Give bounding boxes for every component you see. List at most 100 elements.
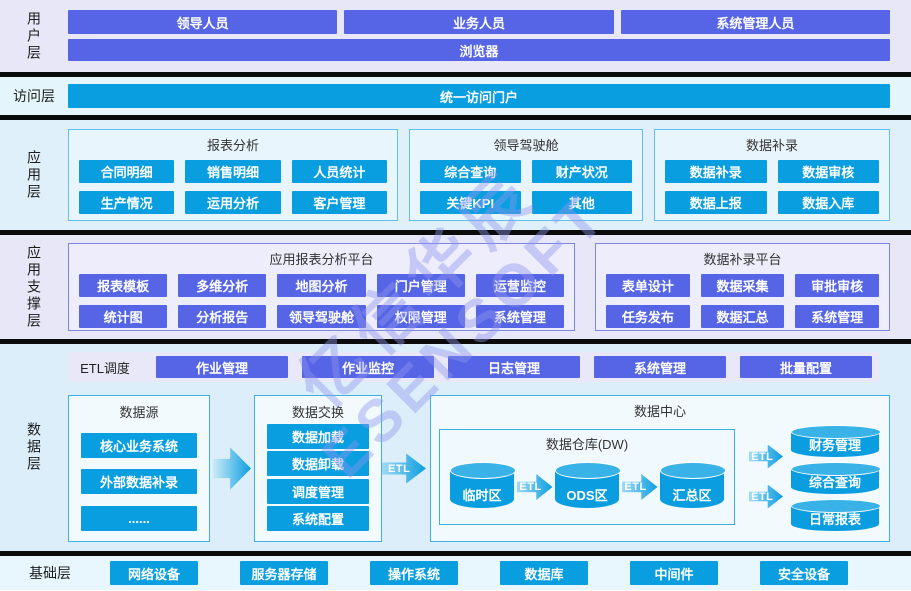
module-box: 运用分析 xyxy=(185,191,281,214)
group-supplement-platform: 数据补录平台 表单设计 数据采集 审批审核 任务发布 数据汇总 系统管理 xyxy=(595,243,890,331)
module-box: 数据卸载 xyxy=(267,451,369,476)
role-box-business: 业务人员 xyxy=(344,10,614,34)
group-items: 报表模板 多维分析 地图分析 门户管理 运营监控 统计图 分析报告 领导驾驶舱 … xyxy=(79,274,564,328)
cylinder-daily-report: 日常报表 xyxy=(791,498,881,531)
etl-arrow-label: ETL xyxy=(624,481,647,493)
flow-arrow-slot xyxy=(210,395,254,542)
module-box: 网络设备 xyxy=(110,561,198,585)
etl-arrow-label: ETL xyxy=(388,462,411,475)
data-center-box: 数据中心 数据仓库(DW) 临时区 ETL xyxy=(430,395,890,542)
module-box: 运营监控 xyxy=(475,274,564,297)
module-box: 统计图 xyxy=(79,305,168,328)
layer-base-label: 基础层 xyxy=(29,565,71,581)
etl-schedule-strip: ETL调度 作业管理 作业监控 日志管理 系统管理 批量配置 xyxy=(68,352,880,382)
layer-base: 基础层 网络设备 服务器存储 操作系统 数据库 中间件 安全设备 xyxy=(0,556,911,590)
module-box: 系统配置 xyxy=(267,506,369,531)
etl-arrow-icon: ETL xyxy=(621,474,658,500)
layer-separator xyxy=(0,72,911,77)
layer-app: 应用层 报表分析 合同明细 销售明细 人员统计 生产情况 运用分析 客户管理 领… xyxy=(0,120,911,230)
warehouse-title: 数据仓库(DW) xyxy=(545,436,629,452)
etl-arrow-icon: ETL xyxy=(516,474,553,500)
module-box: 多维分析 xyxy=(178,274,267,297)
module-box: 核心业务系统 xyxy=(81,432,197,458)
module-box: 表单设计 xyxy=(606,274,690,297)
module-box: 调度管理 xyxy=(267,478,369,504)
module-box: 审批审核 xyxy=(795,274,879,297)
group-title: 数据补录 xyxy=(745,138,798,153)
unified-portal-bar: 统一访问门户 xyxy=(68,84,890,108)
module-box: 数据加载 xyxy=(267,423,369,449)
group-report-platform: 应用报表分析平台 报表模板 多维分析 地图分析 门户管理 运营监控 统计图 分析… xyxy=(68,243,575,331)
layer-access-label: 访问层 xyxy=(13,88,55,104)
layer-support-label: 应用支撑层 xyxy=(26,244,42,330)
module-box: 任务发布 xyxy=(606,305,690,328)
etl-arrow-icon: ETL xyxy=(749,444,783,469)
cylinder-temp-zone: 临时区 xyxy=(450,462,516,508)
module-box: 客户管理 xyxy=(291,191,387,214)
etl-arrow-icon: ETL xyxy=(749,484,783,509)
layer-support: 应用支撑层 应用报表分析平台 报表模板 多维分析 地图分析 门户管理 运营监控 … xyxy=(0,235,911,339)
module-box: 门户管理 xyxy=(376,274,465,297)
group-items: 表单设计 数据采集 审批审核 任务发布 数据汇总 系统管理 xyxy=(606,274,879,328)
box-title: 数据中心 xyxy=(633,404,686,419)
cylinder-label: 财务管理 xyxy=(808,437,861,453)
layer-data: 数据层 ETL调度 作业管理 作业监控 日志管理 系统管理 批量配置 数据源 核… xyxy=(0,344,911,551)
module-box: 地图分析 xyxy=(277,274,366,297)
module-box: 分析报告 xyxy=(178,305,267,328)
group-title: 领导驾驶舱 xyxy=(493,138,559,153)
group-leader-cockpit: 领导驾驶舱 综合查询 财产状况 关键KPI 其他 xyxy=(409,129,643,221)
module-box: 批量配置 xyxy=(740,356,872,378)
layer-data-label: 数据层 xyxy=(26,422,42,473)
module-box: ...... xyxy=(81,505,197,531)
data-warehouse-box: 数据仓库(DW) 临时区 ETL ODS区 xyxy=(439,428,735,525)
role-box-admins: 系统管理人员 xyxy=(620,10,890,34)
module-box: 生产情况 xyxy=(79,191,175,214)
group-report-analysis: 报表分析 合同明细 销售明细 人员统计 生产情况 运用分析 客户管理 xyxy=(68,129,398,221)
cylinder-label: 临时区 xyxy=(462,488,502,503)
module-box: 系统管理 xyxy=(475,305,564,328)
etl-arrow-icon: ETL xyxy=(382,453,426,484)
module-box: 数据库 xyxy=(500,561,588,585)
module-box: 系统管理 xyxy=(795,305,879,328)
group-data-supplement: 数据补录 数据补录 数据审核 数据上报 数据入库 xyxy=(654,129,890,221)
layer-user-label: 用户层 xyxy=(26,10,42,62)
layer-access: 访问层 统一访问门户 xyxy=(0,77,911,115)
module-box: 系统管理 xyxy=(594,356,726,378)
module-box: 操作系统 xyxy=(370,561,458,585)
role-box-leaders: 领导人员 xyxy=(68,10,338,34)
module-box: 综合查询 xyxy=(420,160,521,183)
cylinder-label: 汇总区 xyxy=(672,488,712,503)
module-box: 销售明细 xyxy=(185,160,281,183)
user-roles-row: 领导人员 业务人员 系统管理人员 xyxy=(68,10,890,34)
etl-output-arrows: ETL ETL xyxy=(749,444,783,509)
etl-arrow-slot: ETL xyxy=(382,395,426,542)
module-box: 作业监控 xyxy=(302,356,434,378)
etl-arrow-label: ETL xyxy=(751,450,774,463)
module-box: 报表模板 xyxy=(79,274,168,297)
group-title: 报表分析 xyxy=(206,138,259,153)
module-box: 外部数据补录 xyxy=(81,469,197,495)
module-box: 数据入库 xyxy=(777,191,879,214)
module-box: 财产状况 xyxy=(531,160,632,183)
module-box: 数据补录 xyxy=(665,160,767,183)
cylinder-summary-zone: 汇总区 xyxy=(660,462,726,508)
module-box: 中间件 xyxy=(630,561,718,585)
layer-user: 用户层 领导人员 业务人员 系统管理人员 浏览器 xyxy=(0,0,911,72)
etl-arrow-label: ETL xyxy=(519,481,542,493)
data-exchange-box: 数据交换 数据加载 数据卸载 调度管理 系统配置 xyxy=(254,395,382,542)
box-title: 数据交换 xyxy=(291,405,344,420)
output-cylinders: 财务管理 综合查询 日常报表 xyxy=(791,423,881,531)
right-arrow-icon xyxy=(213,447,251,490)
layer-separator xyxy=(0,230,911,235)
base-items-row: 网络设备 服务器存储 操作系统 数据库 中间件 安全设备 xyxy=(110,556,848,590)
module-box: 服务器存储 xyxy=(240,561,328,585)
cylinder-ods-zone: ODS区 xyxy=(555,462,621,508)
layer-separator xyxy=(0,339,911,344)
cylinder-label: 综合查询 xyxy=(808,474,861,490)
data-flow-row: 数据源 核心业务系统 外部数据补录 ...... 数据交换 数据加载 数据卸载 … xyxy=(68,395,890,542)
cylinder-finance: 财务管理 xyxy=(791,424,881,457)
data-source-box: 数据源 核心业务系统 外部数据补录 ...... xyxy=(68,395,210,542)
module-box: 人员统计 xyxy=(291,160,387,183)
module-box: 数据上报 xyxy=(665,191,767,214)
group-items: 合同明细 销售明细 人员统计 生产情况 运用分析 客户管理 xyxy=(79,160,387,214)
